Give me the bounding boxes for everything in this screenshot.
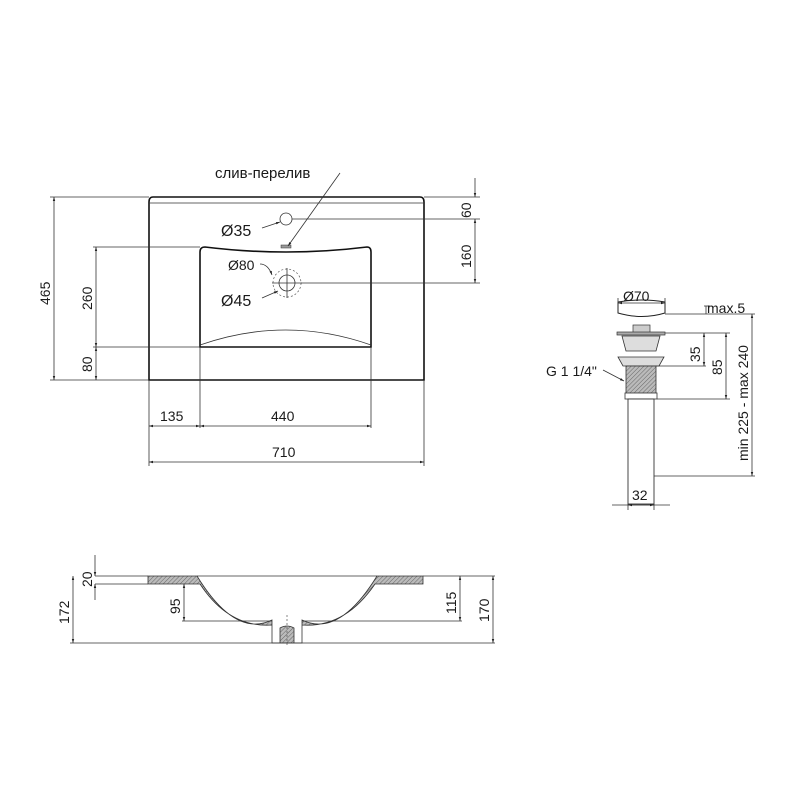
- dim-135: 135: [160, 408, 184, 424]
- dim-60: 60: [458, 202, 474, 218]
- bowl-outline: [199, 246, 372, 348]
- dim-160: 160: [458, 244, 474, 268]
- cap-lift-label: max.5: [707, 300, 745, 316]
- tap-hole-label: Ø35: [221, 223, 251, 240]
- top-view: слив-перелив Ø35 Ø80 Ø45 60 160 465 260 …: [37, 165, 480, 466]
- dim-710: 710: [272, 444, 296, 460]
- dim-465: 465: [37, 281, 53, 305]
- drain-view: Ø70 max.5 35 85 min 225 - max 240 G 1 1/…: [546, 288, 755, 510]
- overflow-label: слив-перелив: [215, 165, 310, 182]
- thread-label: G 1 1/4": [546, 363, 597, 379]
- dim-32: 32: [632, 487, 648, 503]
- basin-outline: [148, 196, 425, 381]
- dim-85: 85: [709, 359, 725, 375]
- thread-body: [625, 365, 657, 397]
- cap-diameter-label: Ø70: [623, 288, 650, 304]
- overflow-slot: [280, 244, 292, 249]
- dim-35: 35: [687, 346, 703, 362]
- total-length-label: min 225 - max 240: [735, 345, 751, 461]
- section-view: 20 172 95 115 170: [56, 555, 495, 645]
- basin-section: [147, 575, 424, 644]
- drain-pipe: [627, 398, 655, 505]
- dim-260: 260: [79, 286, 95, 310]
- drain-inner-label: Ø45: [221, 293, 251, 310]
- dim-170: 170: [476, 598, 492, 622]
- drain-outer-label: Ø80: [228, 257, 255, 273]
- dim-20: 20: [79, 571, 95, 587]
- dim-80: 80: [79, 356, 95, 372]
- dim-95: 95: [167, 598, 183, 614]
- tap-hole: [279, 212, 293, 226]
- dim-115: 115: [443, 591, 459, 614]
- dim-440: 440: [271, 408, 295, 424]
- dim-172: 172: [56, 600, 72, 624]
